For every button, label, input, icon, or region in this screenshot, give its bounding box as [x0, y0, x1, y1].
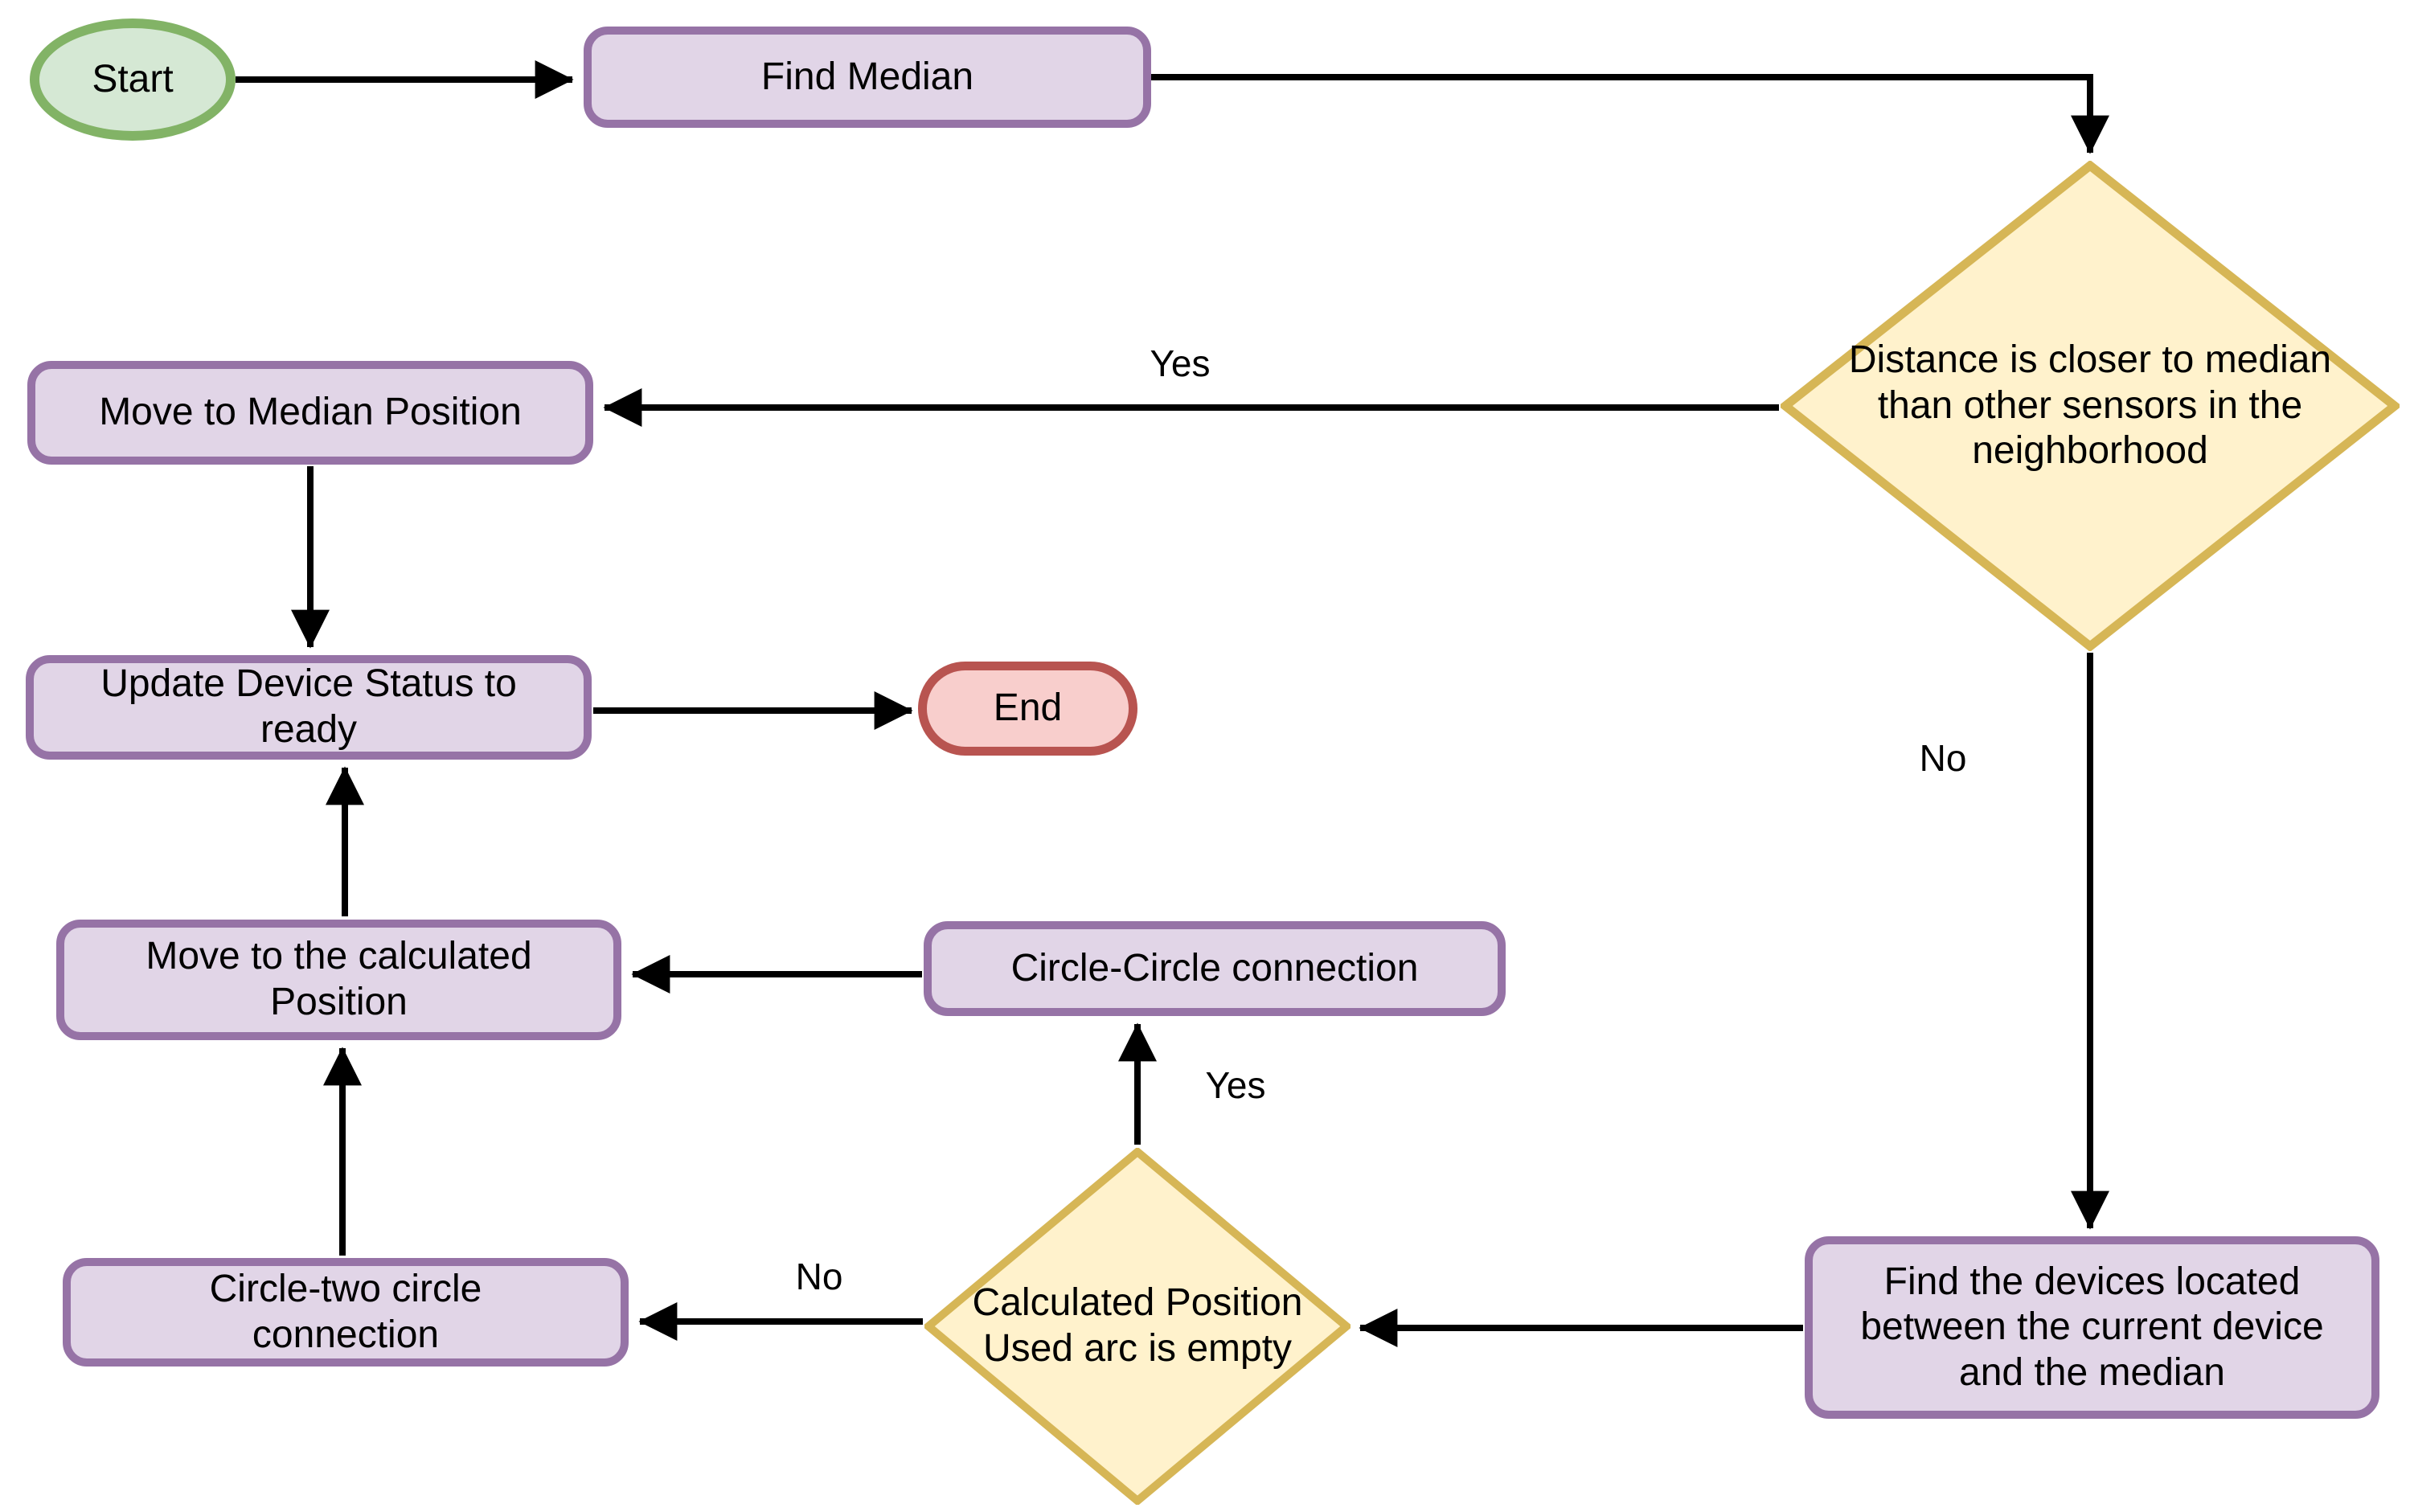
edge-label-yes-top: Yes — [1150, 342, 1211, 384]
decision-distance-node-label: Distance is closer to median than other … — [1848, 338, 2332, 473]
end-node: End — [918, 662, 1137, 756]
circle-circle-node-label: Circle-Circle connection — [1010, 946, 1419, 990]
edge-find-median-to-decision-distance — [1151, 74, 2109, 154]
start-node-label: Start — [92, 57, 174, 100]
circle-circle-node: Circle-Circle connection — [924, 921, 1506, 1016]
move-median-node-label: Move to Median Position — [99, 391, 522, 434]
edge-label-yes-bottom: Yes — [1205, 1064, 1266, 1106]
decision-arc-node: Calculated Position Used arc is empty — [924, 1148, 1351, 1505]
edge-label-no-top: No — [1919, 737, 1967, 779]
find-devices-node: Find the devices located between the cur… — [1805, 1236, 2379, 1419]
find-median-node: Find Median — [584, 27, 1151, 128]
decision-distance-node: Distance is closer to median than other … — [1781, 161, 2400, 651]
start-node: Start — [30, 18, 236, 141]
decision-arc-node-label: Calculated Position Used arc is empty — [972, 1281, 1303, 1370]
find-devices-node-label: Find the devices located between the cur… — [1860, 1260, 2324, 1394]
edge-label-no-bottom: No — [795, 1256, 843, 1297]
circle-two-node-label: Circle-two circle connection — [209, 1267, 482, 1356]
end-node-label: End — [993, 686, 1063, 730]
decision-arc-diamond-shape — [924, 1148, 1351, 1505]
decision-distance-diamond-shape — [1781, 161, 2400, 651]
find-median-node-label: Find Median — [760, 55, 974, 98]
move-calculated-node: Move to the calculated Position — [56, 920, 621, 1040]
move-calculated-node-label: Move to the calculated Position — [146, 935, 532, 1023]
circle-two-node: Circle-two circle connection — [63, 1258, 629, 1367]
update-status-node-label: Update Device Status to ready — [100, 662, 517, 751]
move-median-node: Move to Median Position — [27, 361, 593, 465]
update-status-node: Update Device Status to ready — [26, 655, 592, 760]
